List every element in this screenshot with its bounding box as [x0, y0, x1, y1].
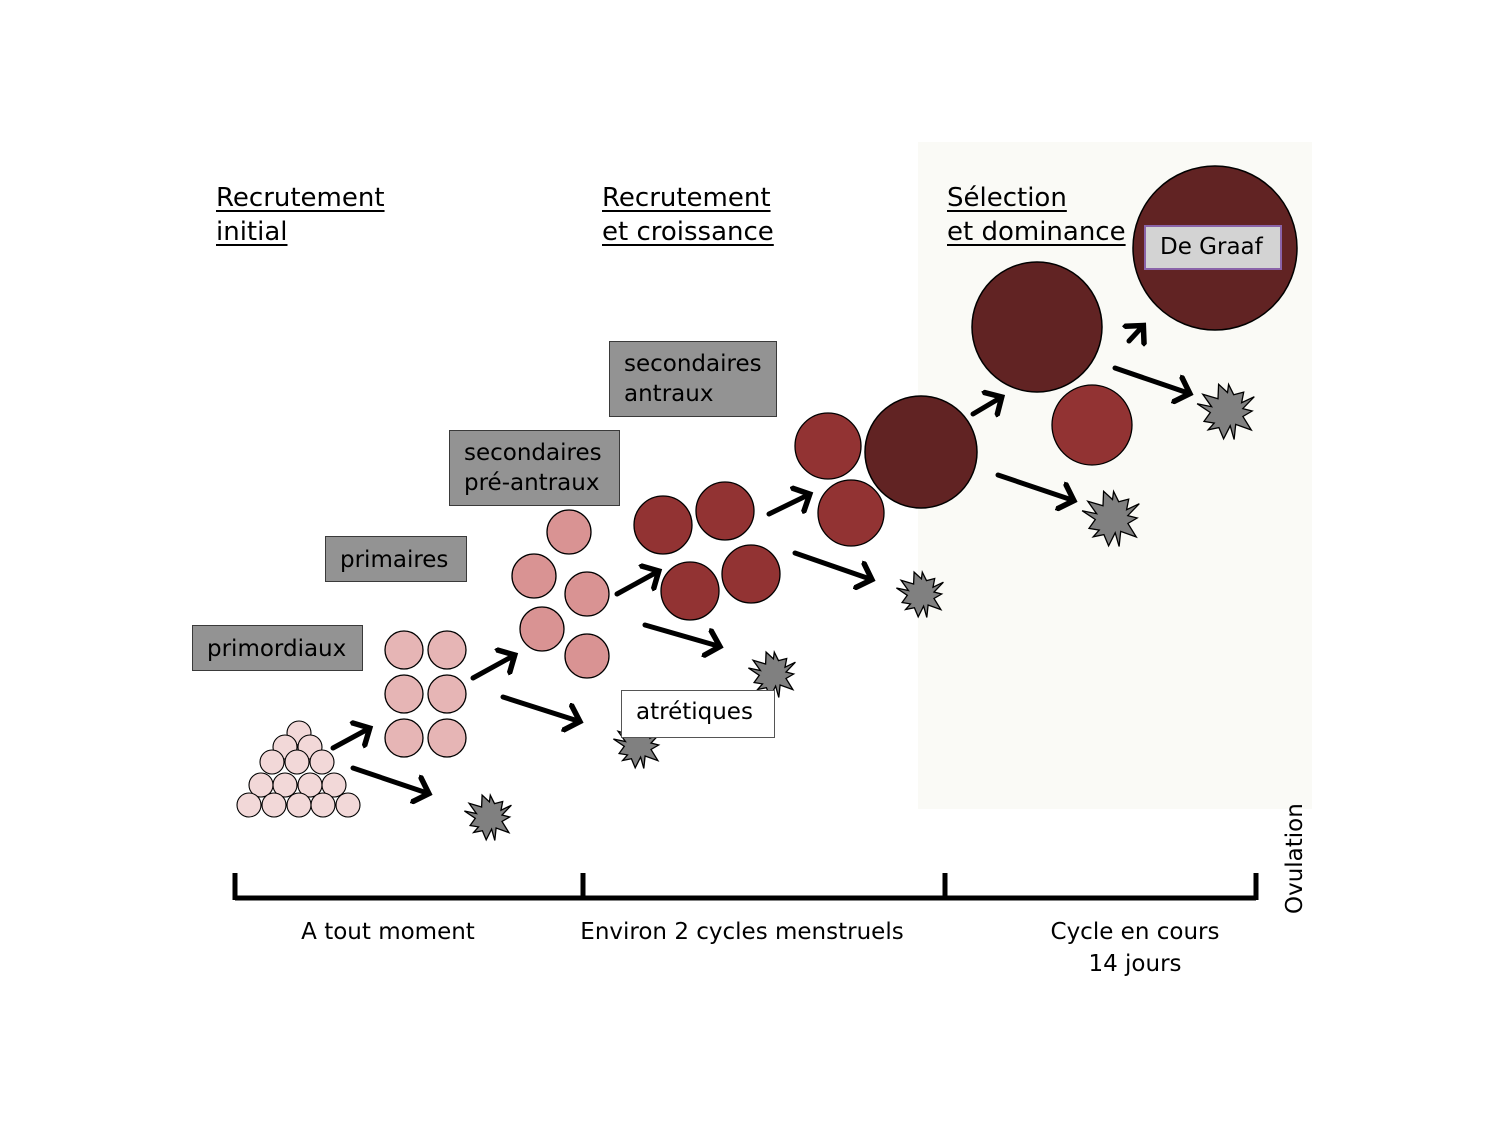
- follicle-primary: [384, 630, 424, 670]
- follicle-pre-antral: [511, 553, 557, 599]
- label-atretiques: atrétiques: [621, 690, 775, 738]
- progression-arrow-icon: [470, 656, 513, 681]
- phase-title-line: et croissance: [602, 217, 774, 247]
- timeline-label-two-cycles: Environ 2 cycles menstruels: [562, 916, 922, 948]
- timeline-label-anytime: A tout moment: [268, 916, 508, 948]
- follicle-dominant: [971, 261, 1103, 393]
- atretic-star-icon: [896, 570, 944, 619]
- timeline-label-current-cycle: Cycle en cours 14 jours: [1025, 916, 1245, 980]
- atretic-star-icon: [1196, 382, 1255, 441]
- follicle-antral: [1051, 384, 1133, 466]
- timeline-axis: [232, 873, 1259, 901]
- progression-arrow-icon: [614, 572, 657, 597]
- label-text: primordiaux: [207, 636, 347, 662]
- follicle-antral: [633, 495, 693, 555]
- phase-title-initial: Recrutement initial: [216, 181, 385, 249]
- progression-arrow-icon: [970, 398, 1000, 414]
- label-primaires: primaires: [325, 536, 467, 582]
- timeline-label-text: Environ 2 cycles menstruels: [580, 919, 904, 945]
- follicle-primary: [427, 630, 467, 670]
- progression-arrow-icon: [500, 694, 578, 721]
- follicle-primary: [427, 718, 467, 758]
- progression-arrows: [330, 327, 1188, 793]
- ovulation-label: Ovulation: [1282, 803, 1308, 914]
- atretic-star-icon: [464, 793, 512, 842]
- label-text: secondaires: [464, 440, 602, 466]
- follicle-primordial: [236, 792, 262, 818]
- label-secondaires-antraux: secondaires antraux: [609, 341, 777, 417]
- follicle-antral: [794, 412, 862, 480]
- follicle-primary: [427, 674, 467, 714]
- phase-title-growth: Recrutement et croissance: [602, 181, 774, 249]
- follicle-pre-antral: [519, 606, 565, 652]
- phase-title-line: initial: [216, 217, 288, 247]
- label-text: antraux: [624, 381, 714, 407]
- follicle-dominant: [864, 395, 978, 509]
- progression-arrow-icon: [642, 622, 718, 646]
- label-primordiaux: primordiaux: [192, 625, 363, 671]
- follicles: [236, 165, 1298, 818]
- phase-title-line: et dominance: [947, 217, 1126, 247]
- phase-title-line: Recrutement: [602, 183, 771, 213]
- follicle-primordial: [321, 772, 347, 798]
- label-text: primaires: [340, 547, 449, 573]
- progression-arrow-icon: [995, 472, 1072, 500]
- phase-title-line: Sélection: [947, 183, 1067, 213]
- label-text: De Graaf: [1160, 234, 1263, 260]
- follicle-antral: [817, 479, 885, 547]
- progression-arrow-icon: [330, 729, 368, 751]
- atretic-star-icon: [748, 650, 796, 699]
- label-secondaires-pre-antraux: secondaires pré-antraux: [449, 430, 620, 506]
- follicle-primordial: [335, 792, 361, 818]
- follicle-pre-antral: [546, 509, 592, 555]
- progression-arrow-icon: [792, 550, 870, 579]
- progression-arrow-icon: [1129, 327, 1142, 341]
- progression-arrow-icon: [350, 765, 427, 793]
- timeline-label-text: A tout moment: [301, 919, 475, 945]
- follicle-primordial: [284, 749, 310, 775]
- label-text: atrétiques: [636, 699, 753, 725]
- timeline-label-text: 14 jours: [1088, 951, 1182, 977]
- follicle-primary: [384, 674, 424, 714]
- follicle-primary: [384, 718, 424, 758]
- follicle-pre-antral: [564, 571, 610, 617]
- label-de-graaf: De Graaf: [1144, 225, 1282, 270]
- timeline-label-text: Cycle en cours: [1050, 919, 1220, 945]
- label-text: pré-antraux: [464, 470, 600, 496]
- label-text: secondaires: [624, 351, 762, 377]
- phase-title-line: Recrutement: [216, 183, 385, 213]
- atretic-star-icon: [1081, 489, 1140, 548]
- phase-title-selection: Sélection et dominance: [947, 181, 1126, 249]
- follicle-antral: [695, 481, 755, 541]
- follicle-primordial: [272, 772, 298, 798]
- progression-arrow-icon: [1112, 365, 1188, 393]
- follicle-pre-antral: [564, 633, 610, 679]
- progression-arrow-icon: [766, 495, 808, 517]
- follicle-primordial: [310, 792, 336, 818]
- follicle-primordial: [261, 792, 287, 818]
- follicle-primordial: [259, 749, 285, 775]
- follicle-antral: [721, 544, 781, 604]
- follicle-primordial: [309, 749, 335, 775]
